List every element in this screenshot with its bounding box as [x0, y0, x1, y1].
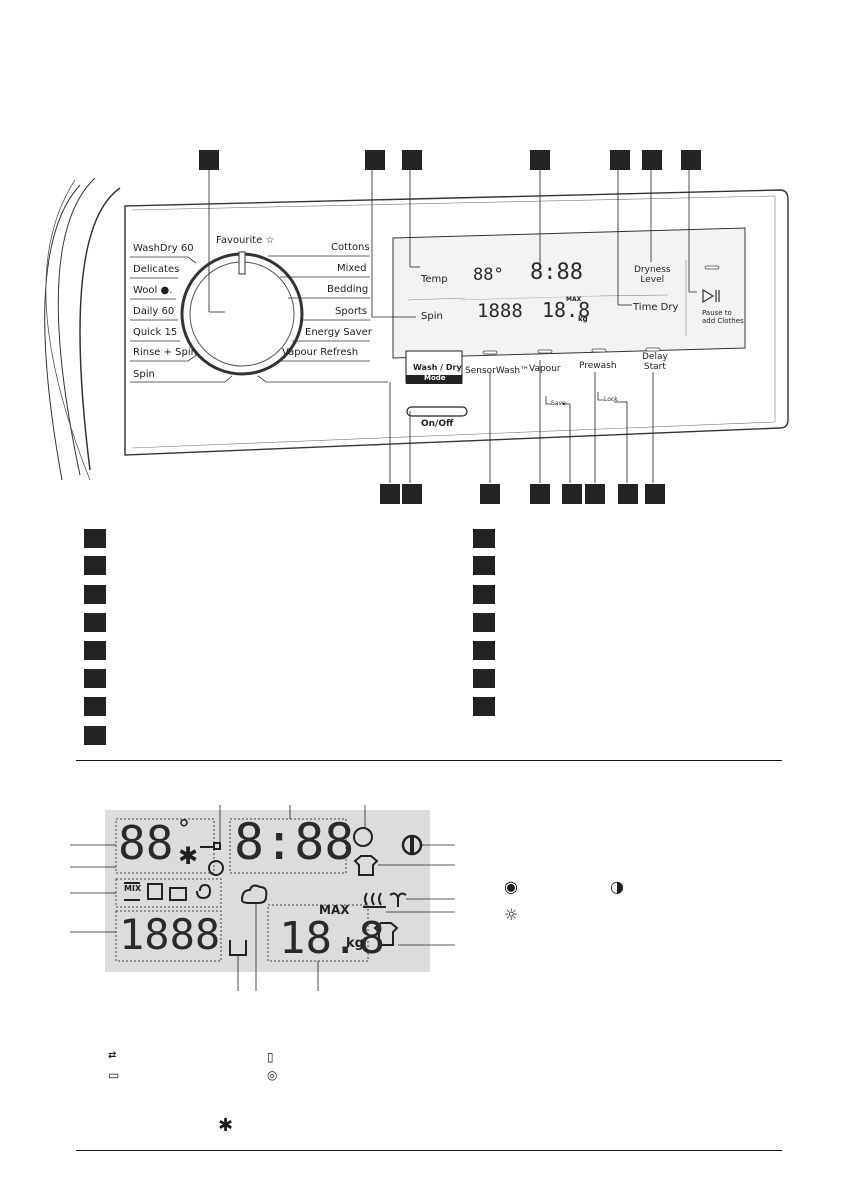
lock-label: Lock — [604, 396, 618, 403]
callout-marker — [645, 484, 665, 504]
programme-label: Quick 15 — [133, 327, 178, 338]
detail-load-digits: 18.8 — [279, 913, 385, 964]
programme-label: Spin — [133, 369, 155, 380]
legend-marker — [473, 697, 495, 716]
mode-button-top-label[interactable]: Wash / Dry — [413, 363, 462, 372]
legend-marker — [84, 529, 106, 548]
detail-kg-label: kg — [346, 936, 364, 951]
legend-marker — [84, 585, 106, 604]
callout-marker — [380, 484, 400, 504]
pause-note: Pause to add Clothes — [702, 309, 744, 325]
legend-marker — [84, 669, 106, 688]
legend-marker — [473, 556, 495, 575]
callout-marker — [610, 150, 630, 170]
display-time-digits: 8:88 — [530, 260, 583, 285]
programme-label: Delicates — [133, 264, 180, 275]
callout-marker — [402, 484, 422, 504]
callout-marker — [530, 484, 550, 504]
legend-marker — [473, 669, 495, 688]
callout-marker — [618, 484, 638, 504]
mix-option-icon: ⇄ — [108, 1050, 117, 1061]
programme-label: Vapour Refresh — [282, 347, 359, 358]
legend-marker — [84, 613, 106, 632]
display-kg-label: kg — [578, 315, 588, 323]
dryness-cupboard-dry-icon: ◑ — [610, 877, 624, 896]
display-temp-digits: 88° — [473, 265, 504, 285]
detail-spin-digits: 1888 — [119, 910, 221, 959]
display-load-digits: 18.8 — [542, 298, 591, 322]
prewash-button-label[interactable]: Prewash — [579, 361, 617, 371]
callout-marker — [642, 150, 662, 170]
callout-marker — [585, 484, 605, 504]
callout-marker — [199, 150, 219, 170]
legend-marker — [473, 585, 495, 604]
legend-marker — [84, 697, 106, 716]
save-label: Save — [551, 400, 566, 407]
programme-label: Daily 60 — [133, 306, 175, 317]
sensorwash-button-label[interactable]: SensorWash™ — [465, 366, 530, 376]
detail-temp-digits: 88 — [118, 816, 174, 870]
spin-label: Spin — [421, 311, 443, 322]
favourite-label: Favourite ☆ — [216, 235, 275, 246]
callout-marker — [402, 150, 422, 170]
legend-marker — [473, 641, 495, 660]
control-panel-illustration — [44, 167, 789, 483]
programme-label: Energy Saver — [305, 327, 372, 338]
rinse-option-icon: ▯ — [267, 1050, 274, 1064]
divider — [76, 760, 782, 761]
display-max-label: MAX — [566, 296, 582, 303]
dryness-level-label: Dryness Level — [634, 265, 671, 285]
callout-marker — [530, 150, 550, 170]
detail-time-digits: 8:88 — [234, 813, 355, 871]
detail-mix-label: MIX — [124, 884, 142, 893]
programme-label: Rinse + Spin — [133, 347, 197, 358]
divider — [76, 1150, 782, 1151]
temp-label: Temp — [421, 274, 448, 285]
programme-label: WashDry 60 — [133, 243, 194, 254]
detail-max-label: MAX — [319, 903, 350, 917]
dryness-iron-dry-icon: ☼ — [504, 905, 519, 924]
callout-marker — [480, 484, 500, 504]
delicate-option-icon: ◎ — [267, 1068, 278, 1082]
callout-marker — [365, 150, 385, 170]
time-dry-label: Time Dry — [633, 302, 679, 313]
display-detail-illustration — [70, 805, 455, 991]
dryness-extra-dry-icon: ◉ — [504, 877, 518, 896]
mode-button-bottom-label[interactable]: Mode — [424, 374, 446, 382]
legend-marker — [84, 726, 106, 745]
detail-degree-symbol: ° — [178, 815, 190, 843]
vapour-button-label[interactable]: Vapour — [529, 364, 561, 374]
wool-mark-icon: ●. — [160, 285, 173, 296]
legend-marker — [473, 613, 495, 632]
programme-label: Bedding — [327, 284, 369, 295]
soak-option-icon: ▭ — [108, 1068, 120, 1082]
programme-label: Sports — [335, 306, 368, 317]
on-off-button-label[interactable]: On/Off — [421, 419, 454, 429]
display-spin-digits: 1888 — [477, 300, 523, 322]
legend-marker — [84, 641, 106, 660]
callout-marker — [681, 150, 701, 170]
programme-label: Cottons — [331, 242, 370, 253]
programme-label: Mixed — [337, 263, 367, 274]
callout-marker — [562, 484, 582, 504]
legend-marker — [84, 556, 106, 575]
delay-start-button-label[interactable]: Delay Start — [642, 352, 668, 372]
detail-snowflake-icon: ✱ — [178, 842, 199, 870]
legend-marker — [473, 529, 495, 548]
cold-wash-icon: ✱ — [218, 1115, 234, 1136]
programme-label: Wool ●. — [133, 285, 173, 296]
